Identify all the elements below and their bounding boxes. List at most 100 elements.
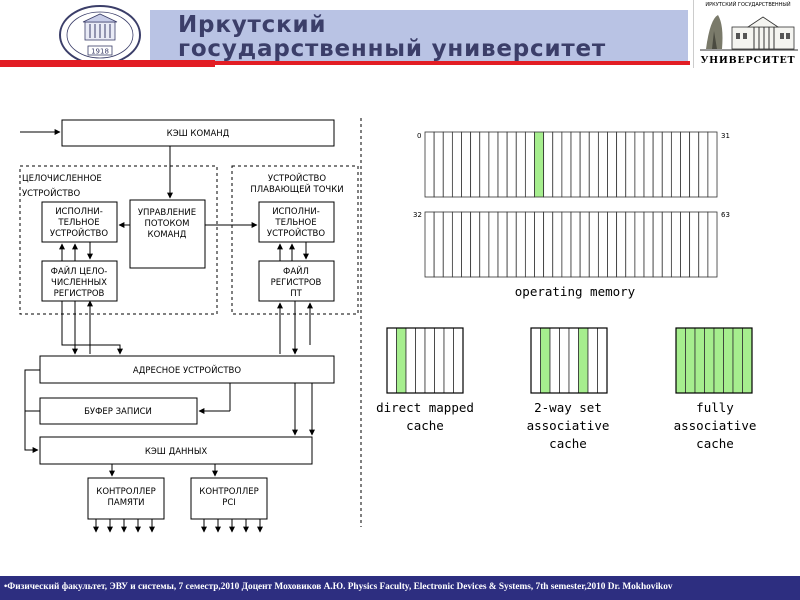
cache-line (424, 327, 435, 394)
memory-cell (451, 131, 462, 198)
memory-cell (634, 131, 645, 198)
fp-reg-label-2: РЕГИСТРОВ (271, 278, 322, 288)
memory-cell (534, 131, 545, 198)
int-register-file-box (41, 260, 118, 302)
memory-cell (524, 211, 535, 278)
memory-cell (661, 131, 672, 198)
header-banner (150, 10, 688, 62)
cache-line (396, 327, 407, 394)
memory-row2-start: 32 (413, 211, 422, 219)
memory-cell (698, 131, 709, 198)
memory-cell (515, 211, 526, 278)
memory-cell (570, 131, 581, 198)
instruction-cache-label: КЭШ КОМАНД (167, 129, 230, 139)
memory-cell (625, 131, 636, 198)
cache-line (732, 327, 743, 394)
memory-row1-start: 0 (417, 132, 421, 140)
memory-cell (561, 131, 572, 198)
memory-cell (433, 131, 444, 198)
cache3-label-1: fully (696, 400, 734, 415)
memory-cell (634, 211, 645, 278)
memory-cell (451, 211, 462, 278)
cache-illustrations (386, 327, 753, 394)
cache3-label-2: associative (674, 418, 757, 433)
memory-cell (689, 131, 700, 198)
fp-exec-unit-box (258, 201, 335, 243)
memory-cell (561, 211, 572, 278)
memory-cell (442, 211, 453, 278)
fp-reg-label-3: ПТ (290, 289, 302, 299)
int-exec-label-2: ТЕЛЬНОЕ (57, 218, 99, 228)
header-red-stripe-right (215, 61, 690, 65)
cache-line (723, 327, 734, 394)
arrow-wb-to-dcache (24, 410, 40, 453)
memory-row1-end: 31 (721, 132, 730, 140)
memory-cell (470, 211, 481, 278)
cache-line (405, 327, 416, 394)
footer-bar: •Физический факультет, ЭВУ и системы, 7 … (0, 576, 800, 600)
arrow-addr-loop (24, 369, 40, 411)
memory-cell (442, 131, 453, 198)
memory-cell (707, 131, 718, 198)
memory-cell (479, 131, 490, 198)
cache-frame (386, 327, 464, 394)
memory-cell (625, 211, 636, 278)
cache-line (443, 327, 454, 394)
fp-reg-label-1: ФАЙЛ (283, 265, 309, 277)
memory-cell (588, 131, 599, 198)
memory-cell (652, 131, 663, 198)
memory-cell (607, 131, 618, 198)
int-reg-label-3: РЕГИСТРОВ (54, 289, 105, 299)
cache1-label-2: cache (406, 418, 444, 433)
memory-cell (670, 131, 681, 198)
cache-line (742, 327, 753, 394)
memory-cell (707, 211, 718, 278)
cache-line (568, 327, 579, 394)
university-building-logo: ИРКУТСКИЙ ГОСУДАРСТВЕННЫЙ УНИВЕРСИТЕТ (693, 0, 800, 68)
memory-cell (461, 211, 472, 278)
memory-cell (616, 211, 627, 278)
memory-row2-end: 63 (721, 211, 730, 219)
memory-cell (479, 211, 490, 278)
cache3-label-3: cache (696, 436, 734, 451)
cache2-label-3: cache (549, 436, 587, 451)
data-cache-box (39, 436, 313, 465)
memory-cell (488, 211, 499, 278)
fp-exec-label-2: ТЕЛЬНОЕ (274, 218, 316, 228)
operating-memory-grid (424, 131, 718, 278)
cache-line (587, 327, 598, 394)
arrow-intreg-path (61, 301, 123, 355)
university-title: Иркутский государственный университет (178, 13, 698, 61)
cache-frame (530, 327, 608, 394)
left-block-diagram (19, 118, 362, 533)
cache-line (540, 327, 551, 394)
pci-controller-label-1: КОНТРОЛЛЕР (199, 487, 258, 497)
memory-cell (689, 211, 700, 278)
memory-cell (497, 131, 508, 198)
cache2-label-2: associative (527, 418, 610, 433)
cache-line (559, 327, 570, 394)
integer-unit-label-2: УСТРОЙСТВО (22, 187, 80, 199)
flow-control-label-3: КОМАНД (148, 230, 187, 240)
cache-line (675, 327, 686, 394)
operating-memory-label: operating memory (515, 284, 636, 299)
memory-cell (433, 211, 444, 278)
flow-control-label-2: ПОТОКОМ (144, 219, 189, 229)
int-exec-unit-box (41, 201, 118, 243)
fp-unit-label-2: ПЛАВАЮЩЕЙ ТОЧКИ (250, 183, 343, 195)
memory-cell (497, 211, 508, 278)
memory-cell (506, 211, 517, 278)
memory-cell (552, 131, 563, 198)
int-reg-label-2: ЧИСЛЕННЫХ (51, 278, 107, 288)
write-buffer-label: БУФЕР ЗАПИСИ (84, 407, 152, 417)
memory-cell (470, 131, 481, 198)
memory-cell (524, 131, 535, 198)
memory-controller-box (87, 477, 165, 520)
memory-cell (597, 131, 608, 198)
cache1-label-1: direct mapped (376, 400, 474, 415)
integer-unit-box (19, 165, 218, 315)
header-red-stripe-left (0, 60, 215, 67)
cache-line (578, 327, 589, 394)
university-seal-logo: 1918 (59, 5, 141, 65)
cache-line (386, 327, 397, 394)
